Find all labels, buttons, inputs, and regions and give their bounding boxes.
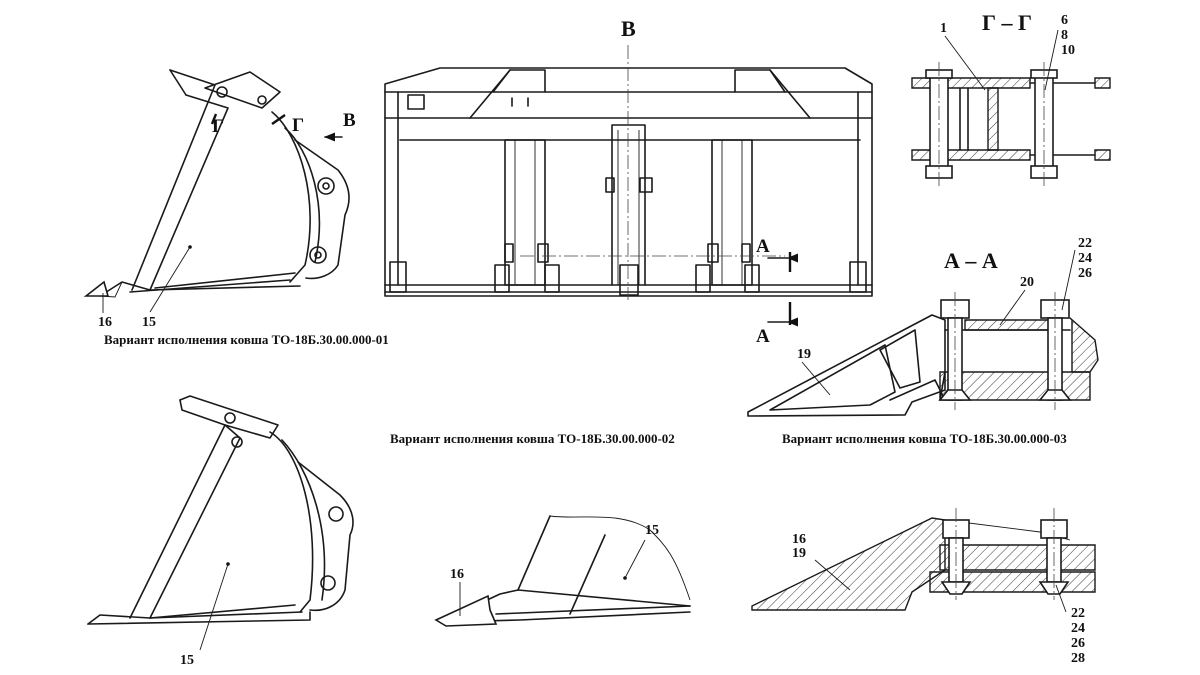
label-15-bottom: 15 (180, 653, 194, 668)
tooth-section-drawing (751, 508, 1096, 613)
section-a-title: А – А (944, 248, 998, 273)
label-26-a: 26 (1078, 266, 1092, 281)
cut-mark-a-top: А (756, 236, 770, 257)
label-24-section: 24 (1071, 621, 1085, 636)
caption-variant-01: Вариант исполнения ковша ТО-18Б.30.00.00… (104, 332, 389, 347)
label-19: 19 (797, 347, 811, 362)
label-26-section: 26 (1071, 636, 1085, 651)
caption-variant-03: Вариант исполнения ковша ТО-18Б.30.00.00… (782, 431, 1067, 446)
label-1: 1 (940, 21, 947, 36)
label-16-top: 16 (98, 315, 112, 330)
section-mark-g-right: Г (292, 115, 304, 136)
bucket-side-view-bottom (87, 395, 354, 651)
label-16-section: 16 (792, 532, 806, 547)
label-15-top: 15 (142, 315, 156, 330)
label-28-section: 28 (1071, 651, 1085, 666)
label-20: 20 (1020, 275, 1034, 290)
cut-mark-a-bottom: А (756, 326, 770, 347)
label-15-detail: 15 (645, 523, 659, 538)
label-19-section: 19 (792, 546, 806, 561)
caption-variant-02: Вариант исполнения ковша ТО-18Б.30.00.00… (390, 431, 675, 446)
label-22-section: 22 (1071, 606, 1085, 621)
label-8: 8 (1061, 28, 1068, 43)
section-mark-g-left: Г (212, 116, 224, 137)
bucket-side-view-top (83, 69, 350, 313)
label-22-a: 22 (1078, 236, 1092, 251)
label-6: 6 (1061, 13, 1068, 28)
section-g-title: Г – Г (982, 10, 1032, 35)
view-mark-b: В (343, 110, 356, 131)
section-g-drawing (911, 29, 1111, 186)
label-24-a: 24 (1078, 251, 1092, 266)
section-a-drawing (747, 249, 1099, 417)
bucket-front-view (384, 45, 873, 327)
view-b-title: В (621, 16, 636, 41)
label-10: 10 (1061, 43, 1075, 58)
tooth-detail (434, 515, 691, 627)
label-16-detail: 16 (450, 567, 464, 582)
